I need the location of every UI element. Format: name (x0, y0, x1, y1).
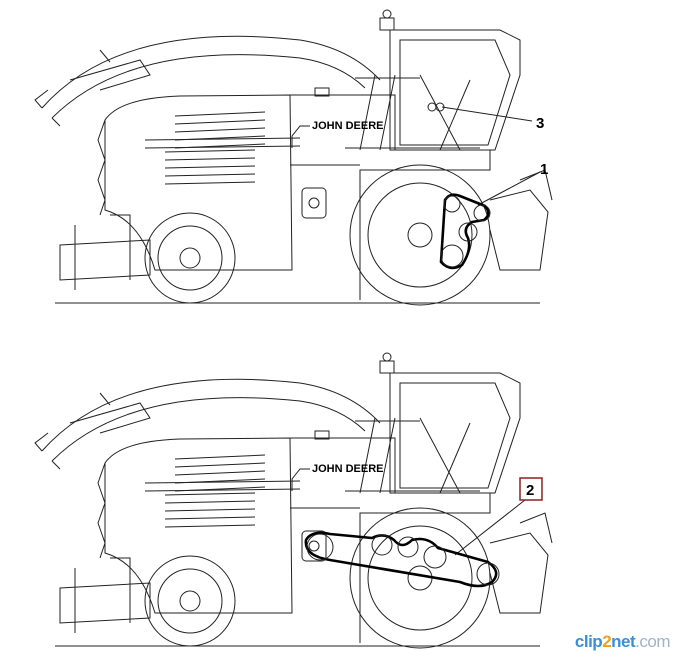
side-vent (164, 165, 256, 169)
brand-label: JOHN DEERE (312, 120, 384, 132)
side-vent (164, 157, 256, 161)
hood-vent (174, 454, 266, 460)
rear-hub (407, 222, 433, 248)
header-edge (97, 462, 106, 559)
side-vent (164, 173, 256, 177)
rear-rim (367, 182, 473, 288)
belt-2 (304, 531, 500, 588)
watermark: clip2net.com (574, 632, 671, 651)
beacon-lamp (382, 9, 392, 19)
brand-leader (291, 468, 310, 491)
spout-tip (34, 89, 61, 127)
front-hitch (59, 557, 151, 633)
callout-3: 3 (441, 106, 544, 132)
rear-hub (407, 565, 433, 591)
rear-counterweight (489, 512, 553, 614)
callout-1: 1 (477, 161, 548, 206)
brand-label: JOHN DEERE (312, 463, 384, 475)
hood-vent (174, 462, 266, 468)
cab (389, 29, 521, 151)
rear-rim (367, 525, 473, 631)
body-trim (144, 480, 301, 492)
hood-vent (174, 127, 266, 133)
callout-1-label: 1 (540, 161, 548, 178)
rear-tire (349, 507, 491, 649)
panel-knob (308, 197, 320, 209)
side-vent (164, 516, 256, 520)
harvester-figure-bottom: JOHN DEERE (34, 352, 553, 649)
spout-tip (34, 432, 61, 470)
front-rim (157, 225, 223, 291)
hood-vent (174, 119, 266, 125)
callout-3-label: 3 (536, 115, 544, 132)
belt-1 (439, 193, 491, 270)
hood (104, 94, 293, 271)
hood (104, 437, 293, 614)
side-vent (164, 524, 256, 528)
cab-frame (419, 74, 471, 151)
spout (41, 35, 381, 119)
spout (41, 378, 381, 462)
body-trim (144, 137, 301, 149)
hood-vent (174, 470, 266, 476)
fuel-cap (314, 430, 330, 440)
rear-tire (349, 164, 491, 306)
spout-arm (69, 49, 151, 91)
front-hub (179, 247, 201, 269)
front-hub (179, 590, 201, 612)
panel-knob (308, 540, 320, 552)
access-panel (301, 530, 327, 562)
callout-2-label: 2 (526, 482, 534, 499)
fuel-cap (314, 87, 330, 97)
sensor-3-right (435, 102, 445, 112)
hood-vent (174, 111, 266, 117)
access-panel (301, 187, 327, 219)
header-edge (97, 119, 106, 216)
beacon-base (379, 360, 395, 374)
rear-counterweight (489, 169, 553, 271)
front-hitch (59, 214, 151, 290)
spout-arm (69, 392, 151, 434)
side-vent (164, 149, 256, 153)
front-rim (157, 568, 223, 634)
beacon-lamp (382, 352, 392, 362)
side-vent (164, 492, 256, 496)
cab (389, 372, 521, 494)
side-vent (164, 500, 256, 504)
front-tire (144, 555, 236, 647)
sensor-3-left (427, 102, 437, 112)
ladder-rail (345, 74, 480, 151)
front-tire (144, 212, 236, 304)
brand-leader (291, 125, 310, 148)
cab-frame (419, 417, 471, 494)
ladder-rail (345, 417, 480, 494)
side-vent (164, 508, 256, 512)
callout-2: 2 (454, 477, 543, 556)
beacon-base (379, 17, 395, 31)
side-vent (164, 181, 256, 185)
harvester-figure-top: JOHN DEERE (34, 9, 553, 306)
